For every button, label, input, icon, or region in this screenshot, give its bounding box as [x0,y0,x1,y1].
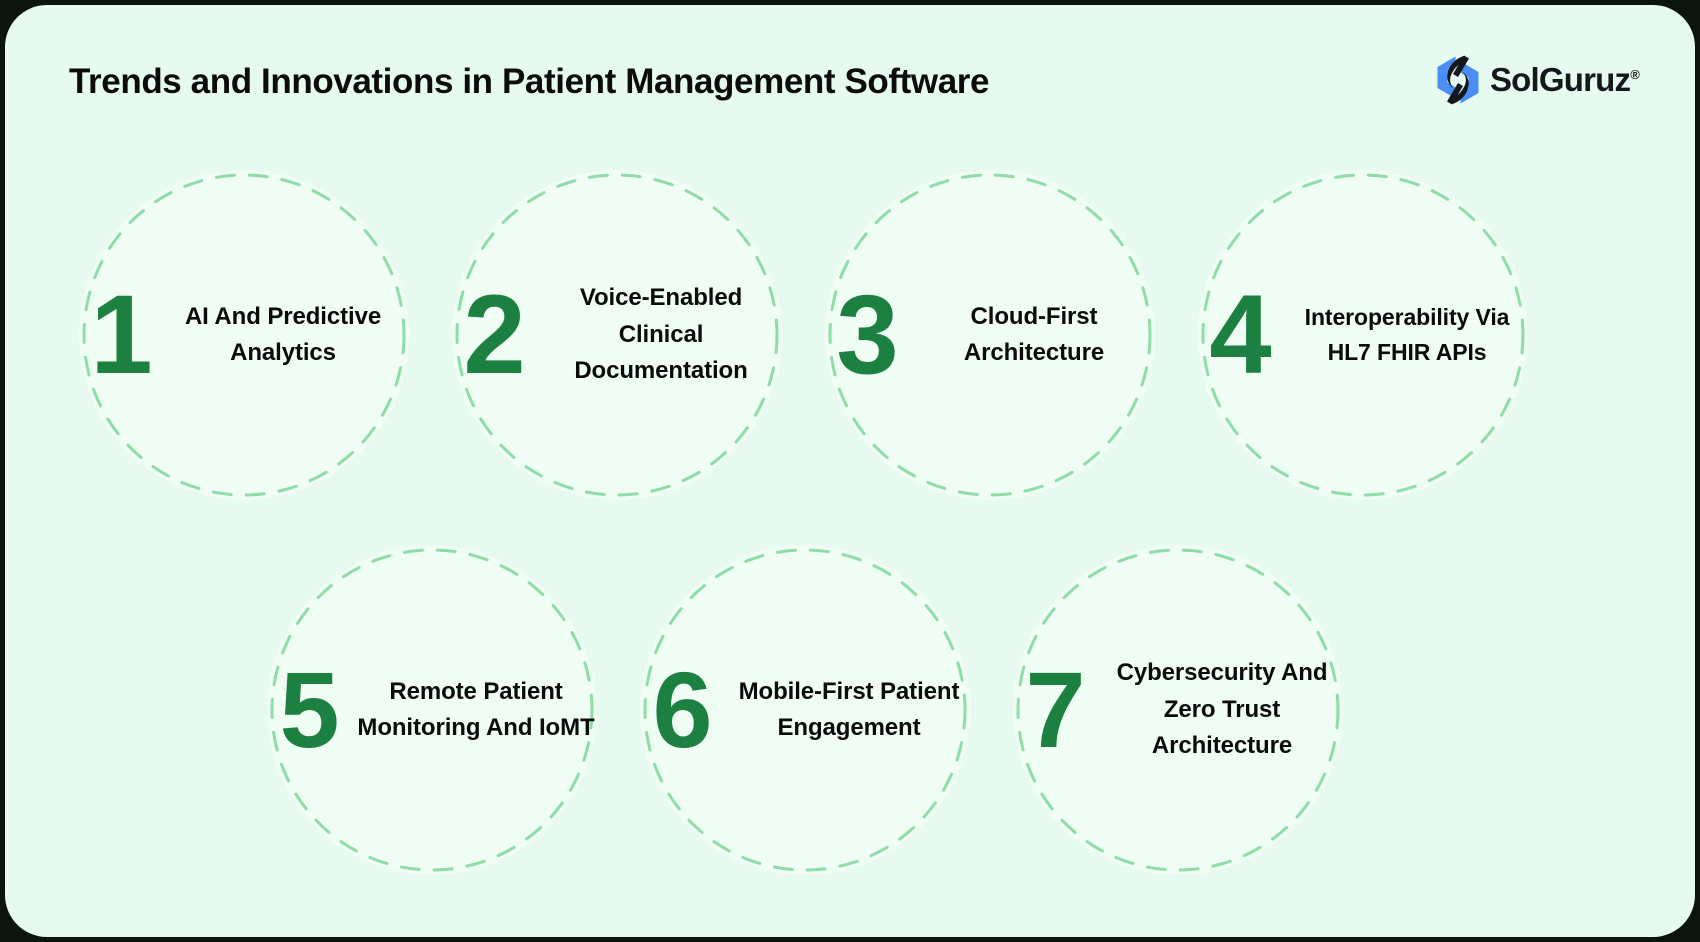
trend-number-4: 4 [1209,271,1271,397]
trend-item-6[interactable]: 6 Mobile-First Patient Engagement [640,545,970,875]
trend-number-5: 5 [279,648,339,770]
trend-number-1: 1 [90,271,152,397]
trend-number-6: 6 [652,648,712,770]
trend-label-7: Cybersecurity And Zero Trust Architectur… [1116,659,1328,760]
dashed-circle-icon [452,170,782,500]
dashed-circle-icon [825,170,1155,500]
brand-logo: SolGuruz® [1435,55,1640,105]
trend-label-2: Voice-Enabled Clinical Documentation [574,284,748,385]
page-title: Trends and Innovations in Patient Manage… [69,62,990,101]
trend-label-4: Interoperability Via HL7 FHIR APIs [1304,304,1510,365]
trend-label-5: Remote Patient Monitoring And IoMT [357,677,595,741]
dashed-circle-icon [1013,545,1343,875]
trend-item-7[interactable]: 7 Cybersecurity And Zero Trust Architect… [1013,545,1343,875]
trend-item-5[interactable]: 5 Remote Patient Monitoring And IoMT [267,545,597,875]
dashed-circle-icon [79,170,409,500]
trend-number-3: 3 [836,271,898,397]
registered-trademark-icon: ® [1630,67,1640,82]
trend-number-7: 7 [1025,648,1085,770]
trend-item-3[interactable]: 3 Cloud-First Architecture [825,170,1155,500]
logo-wordmark: SolGuruz® [1489,61,1640,99]
header: Trends and Innovations in Patient Manage… [5,5,1695,145]
dashed-circle-icon [1198,170,1528,500]
solguruz-logo-icon [1437,55,1479,105]
trend-item-2[interactable]: 2 Voice-Enabled Clinical Documentation [452,170,782,500]
trend-number-2: 2 [463,271,525,397]
trend-label-6: Mobile-First Patient Engagement [738,677,960,741]
logo-name: SolGuruz [1489,61,1631,98]
dashed-circle-icon [640,545,970,875]
trend-item-1[interactable]: 1 AI And Predictive Analytics [79,170,409,500]
trend-item-4[interactable]: 4 Interoperability Via HL7 FHIR APIs [1198,170,1528,500]
dashed-circle-icon [267,545,597,875]
trend-label-3: Cloud-First Architecture [963,302,1105,366]
trend-label-1: AI And Predictive Analytics [184,302,382,366]
infographic-card: Trends and Innovations in Patient Manage… [5,5,1695,937]
